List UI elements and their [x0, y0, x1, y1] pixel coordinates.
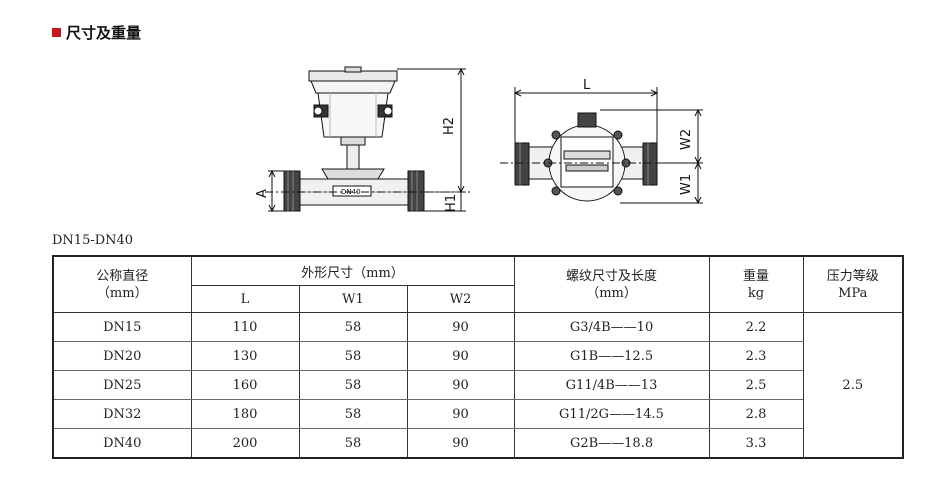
- table-row: DN40 200 58 90 G2B——18.8 3.3: [52, 428, 903, 459]
- dim-label-pipe: DN40: [341, 188, 361, 196]
- cell-thread: G2B——18.8: [513, 428, 710, 459]
- dim-label-a: A: [255, 189, 270, 198]
- dim-label-h2: H2: [442, 117, 457, 135]
- front-view-drawing: [265, 66, 470, 213]
- dim-label-w2: W2: [679, 129, 694, 150]
- cell-w1: 58: [298, 341, 408, 371]
- header-weight-line2: kg: [747, 285, 765, 301]
- cell-l: 200: [190, 428, 300, 459]
- cell-dn: DN25: [52, 370, 192, 400]
- table-row: DN25 160 58 90 G11/4B——13 2.5: [52, 370, 903, 400]
- header-nominal-diameter: 公称直径 （mm）: [52, 255, 192, 313]
- cell-w2: 90: [406, 341, 515, 371]
- dimension-drawings: DN40 H2 H1 A: [255, 66, 703, 213]
- dimensions-table: 公称直径 （mm） 外形尺寸（mm） 螺纹尺寸及长度 （mm） 重量 kg 压力…: [52, 255, 905, 459]
- header-nominal-line2: （mm）: [96, 285, 148, 301]
- header-pressure-line1: 压力等级: [826, 268, 879, 284]
- cell-weight: 2.8: [708, 399, 804, 429]
- table-row: DN20 130 58 90 G1B——12.5 2.3: [52, 341, 903, 371]
- cell-w2: 90: [406, 370, 515, 400]
- cell-w1: 58: [298, 399, 408, 429]
- cell-w2: 90: [406, 312, 515, 342]
- section-title: 尺寸及重量: [52, 22, 141, 43]
- header-w1: W1: [298, 285, 408, 313]
- table-header-row: 公称直径 （mm） 外形尺寸（mm） 螺纹尺寸及长度 （mm） 重量 kg 压力…: [52, 255, 904, 313]
- header-weight: 重量 kg: [708, 255, 804, 313]
- header-pressure-line2: MPa: [838, 285, 868, 301]
- cell-dn: DN40: [52, 428, 192, 459]
- cell-dn: DN32: [52, 399, 192, 429]
- header-thread-line1: 螺纹尺寸及长度: [566, 268, 658, 284]
- header-nominal-line1: 公称直径: [96, 268, 149, 284]
- red-square-icon: [52, 28, 61, 37]
- model-range-label: DN15-DN40: [52, 233, 134, 248]
- cell-l: 130: [190, 341, 300, 371]
- dim-label-w1: W1: [679, 174, 694, 195]
- cell-thread: G1B——12.5: [513, 341, 710, 371]
- cell-dn: DN15: [52, 312, 192, 342]
- cell-weight: 3.3: [708, 428, 804, 459]
- cell-l: 110: [190, 312, 300, 342]
- cell-w1: 58: [298, 312, 408, 342]
- cell-weight: 2.2: [708, 312, 804, 342]
- cell-thread: G11/2G——14.5: [513, 399, 710, 429]
- header-l: L: [190, 285, 300, 313]
- header-pressure: 压力等级 MPa: [802, 255, 904, 313]
- cell-pressure: 2.5: [802, 312, 904, 459]
- cell-l: 160: [190, 370, 300, 400]
- cell-w1: 58: [298, 428, 408, 459]
- header-outer-dimensions: 外形尺寸（mm）: [190, 255, 515, 286]
- dim-label-h1: H1: [444, 194, 459, 212]
- cell-w1: 58: [298, 370, 408, 400]
- cell-thread: G3/4B——10: [513, 312, 710, 342]
- cell-weight: 2.5: [708, 370, 804, 400]
- dim-label-l: L: [583, 78, 591, 93]
- cell-dn: DN20: [52, 341, 192, 371]
- table-row: DN32 180 58 90 G11/2G——14.5 2.8: [52, 399, 903, 429]
- cell-l: 180: [190, 399, 300, 429]
- cell-thread: G11/4B——13: [513, 370, 710, 400]
- header-thread-line2: （mm）: [586, 285, 637, 301]
- header-weight-line1: 重量: [743, 268, 770, 284]
- top-view-drawing: [500, 87, 703, 205]
- cell-weight: 2.3: [708, 341, 804, 371]
- table-subheader-row: L W1 W2: [53, 285, 903, 313]
- cell-w2: 90: [406, 399, 515, 429]
- header-w2: W2: [406, 285, 515, 313]
- section-title-text: 尺寸及重量: [66, 24, 142, 42]
- cell-w2: 90: [406, 428, 515, 459]
- table-row: DN15 110 58 90 G3/4B——10 2.2 2.5: [52, 312, 904, 459]
- header-thread: 螺纹尺寸及长度 （mm）: [513, 255, 710, 313]
